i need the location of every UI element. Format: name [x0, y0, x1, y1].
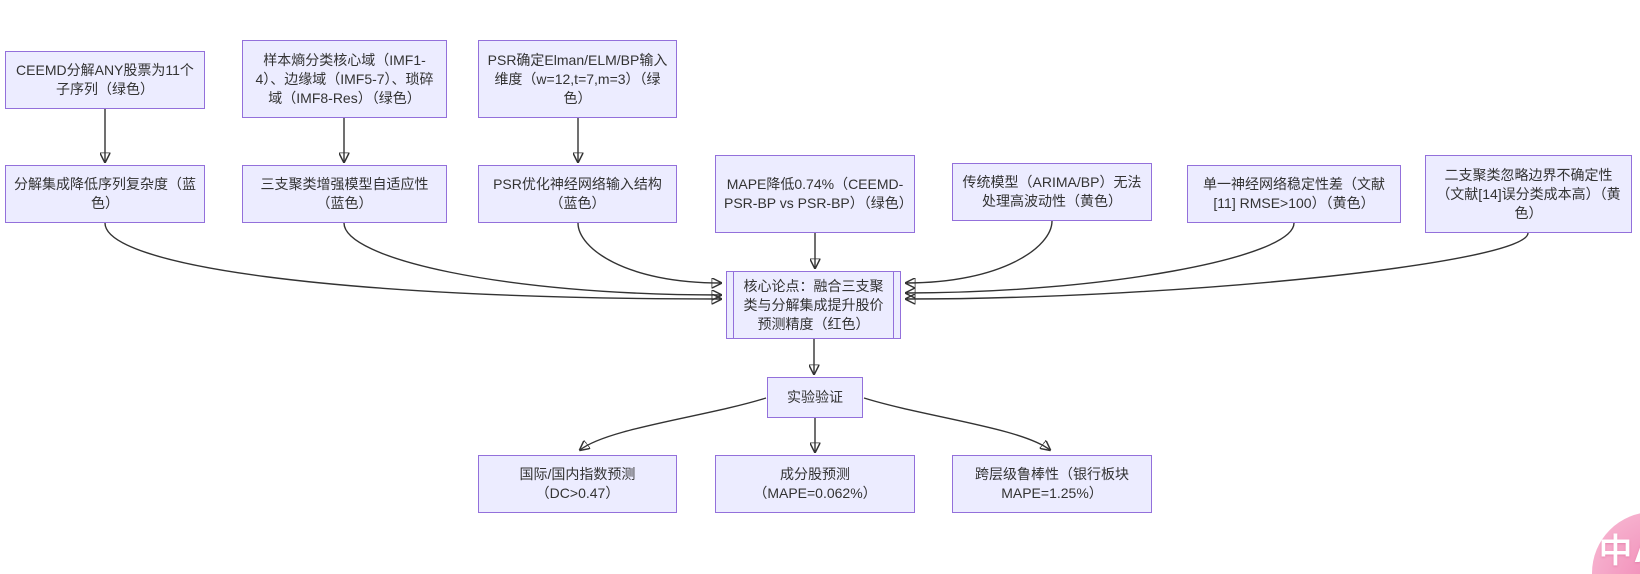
node-entropy-label: 样本熵分类核心域（IMF1-4）、边缘域（IMF5-7）、琐碎域（IMF8-Re… — [255, 51, 434, 106]
translate-button-label: 中A — [1599, 532, 1640, 569]
edge-exp-idx — [580, 397, 767, 450]
node-stock-forecast: 成分股预测（MAPE=0.062%） — [715, 455, 915, 513]
edge-twoway-core — [906, 232, 1529, 299]
edge-traditional-core — [906, 220, 1053, 283]
translate-button[interactable]: 中A — [1592, 512, 1640, 574]
node-entropy: 样本熵分类核心域（IMF1-4）、边缘域（IMF5-7）、琐碎域（IMF8-Re… — [242, 40, 447, 118]
node-single-nn-label: 单一神经网络稳定性差（文献[11] RMSE>100）（黄色） — [1203, 176, 1385, 211]
node-mape-label: MAPE降低0.74%（CEEMD-PSR-BP vs PSR-BP）（绿色） — [724, 176, 913, 211]
edge-exp-robust — [863, 397, 1050, 450]
node-three-way-label: 三支聚类增强模型自适应性（蓝色） — [260, 176, 429, 211]
node-experiment: 实验验证 — [767, 377, 863, 418]
node-psr-opt-label: PSR优化神经网络输入结构（蓝色） — [493, 176, 662, 211]
node-psr-opt: PSR优化神经网络输入结构（蓝色） — [478, 165, 677, 223]
node-psr-dim-label: PSR确定Elman/ELM/BP输入维度（w=12,t=7,m=3）（绿色） — [487, 51, 668, 106]
node-experiment-label: 实验验证 — [787, 389, 843, 405]
node-decomp-label: 分解集成降低序列复杂度（蓝色） — [14, 176, 196, 211]
node-two-way: 二支聚类忽略边界不确定性（文献[14]误分类成本高）（黄色） — [1425, 155, 1632, 233]
node-decomp: 分解集成降低序列复杂度（蓝色） — [5, 165, 205, 223]
node-robustness: 跨层级鲁棒性（银行板块 MAPE=1.25%） — [952, 455, 1152, 513]
node-stock-forecast-label: 成分股预测（MAPE=0.062%） — [753, 466, 877, 501]
node-mape: MAPE降低0.74%（CEEMD-PSR-BP vs PSR-BP）（绿色） — [715, 155, 915, 233]
node-traditional: 传统模型（ARIMA/BP）无法处理高波动性（黄色） — [952, 163, 1152, 221]
node-ceemd: CEEMD分解ANY股票为11个子序列（绿色） — [5, 51, 205, 109]
edge-threeway-core — [343, 222, 721, 295]
node-core-thesis-label: 核心论点：融合三支聚类与分解集成提升股价预测精度（红色） — [743, 277, 884, 332]
node-robustness-label: 跨层级鲁棒性（银行板块 MAPE=1.25%） — [975, 466, 1129, 501]
node-ceemd-label: CEEMD分解ANY股票为11个子序列（绿色） — [16, 62, 194, 97]
node-traditional-label: 传统模型（ARIMA/BP）无法处理高波动性（黄色） — [962, 174, 1142, 209]
edge-singlenn-core — [906, 222, 1295, 293]
node-psr-dim: PSR确定Elman/ELM/BP输入维度（w=12,t=7,m=3）（绿色） — [478, 40, 677, 118]
node-core-inner-frame: 核心论点：融合三支聚类与分解集成提升股价预测精度（红色） — [733, 272, 894, 338]
node-two-way-label: 二支聚类忽略边界不确定性（文献[14]误分类成本高）（黄色） — [1436, 166, 1621, 221]
edge-psropt-core — [577, 222, 721, 283]
edge-decomp-core — [104, 222, 721, 299]
node-three-way: 三支聚类增强模型自适应性（蓝色） — [242, 165, 447, 223]
node-index-forecast-label: 国际/国内指数预测（DC>0.47） — [519, 466, 636, 501]
node-core-thesis: 核心论点：融合三支聚类与分解集成提升股价预测精度（红色） — [726, 271, 901, 339]
node-index-forecast: 国际/国内指数预测（DC>0.47） — [478, 455, 677, 513]
node-single-nn: 单一神经网络稳定性差（文献[11] RMSE>100）（黄色） — [1187, 165, 1401, 223]
